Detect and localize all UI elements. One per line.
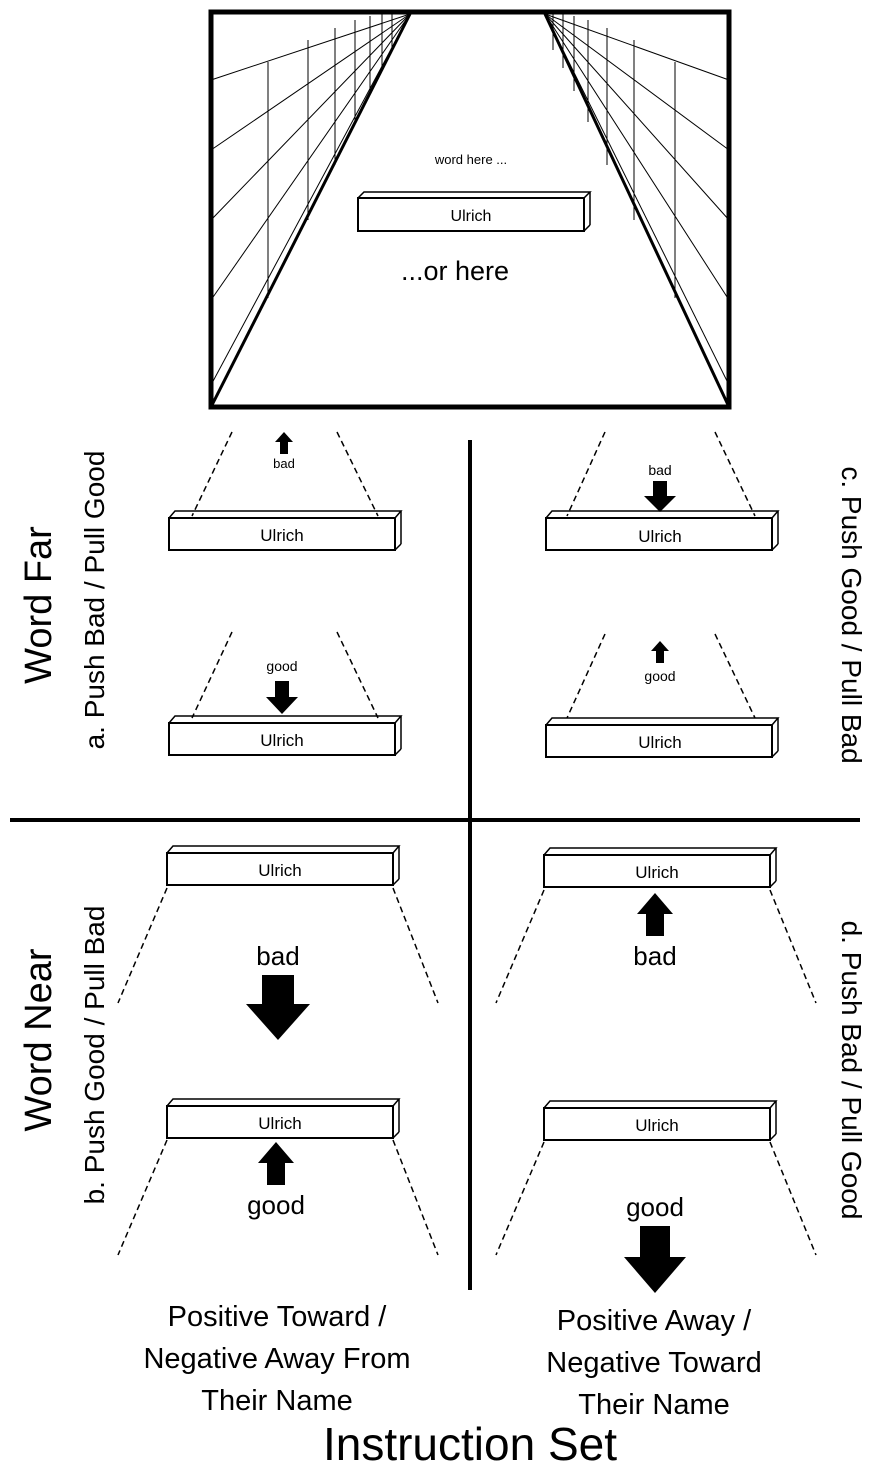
right-wall-grid [544,13,730,386]
corridor-right-edge [543,13,731,408]
or-here-label: ...or here [401,256,509,286]
panel-a-bottom: Ulrich good [168,631,403,756]
corridor-left-edge [209,13,412,408]
panel-a-top: Ulrich bad [168,431,403,551]
arrow-down-icon [644,481,676,512]
name-label: Ulrich [635,1116,678,1135]
caption-line: Their Name [201,1385,353,1417]
scene-name: Ulrich [451,208,492,225]
panel-d-top: Ulrich bad [495,847,817,1004]
valence-word: good [626,1192,684,1222]
valence-word: good [644,668,675,684]
name-label: Ulrich [258,861,301,880]
condition-label-b: b. Push Good / Pull Bad [79,906,110,1205]
caption-line: Their Name [578,1389,730,1421]
panel-c-bottom: Ulrich good [545,633,780,758]
valence-word: bad [648,462,671,478]
condition-label-a: a. Push Bad / Pull Good [79,451,110,750]
corridor-scene: word here ... Ulrich ...or here [208,9,732,410]
name-label: Ulrich [260,526,303,545]
scene-name-box [357,197,585,232]
name-label: Ulrich [260,731,303,750]
valence-word: bad [273,456,295,471]
name-label: Ulrich [635,863,678,882]
arrow-up-icon [258,1142,294,1185]
caption-line: Positive Away / [557,1305,752,1337]
panel-c-top: Ulrich bad [545,431,780,551]
condition-label-c: c. Push Good / Pull Bad [836,466,867,763]
panel-d-bottom: Ulrich good [495,1100,817,1293]
panel-b-top: Ulrich bad [117,845,439,1040]
name-label: Ulrich [638,733,681,752]
arrow-down-icon [266,681,298,714]
name-label: Ulrich [258,1114,301,1133]
left-wall-grid [210,13,411,386]
arrow-up-icon [637,893,673,936]
valence-word: bad [633,941,676,971]
valence-word: bad [256,941,299,971]
row-label-far: Word Far [18,526,60,684]
panel-b-bottom: Ulrich good [117,1098,439,1256]
column-caption-left: Positive Toward / Negative Away From The… [143,1301,410,1417]
valence-word: good [266,658,297,674]
caption-line: Negative Away From [143,1343,410,1375]
arrow-up-icon [275,432,293,454]
arrow-down-icon [624,1226,686,1293]
name-label: Ulrich [638,527,681,546]
column-caption-right: Positive Away / Negative Toward Their Na… [546,1305,761,1421]
word-here-label: word here ... [434,152,507,167]
row-label-near: Word Near [18,948,60,1131]
caption-line: Positive Toward / [168,1301,388,1333]
arrow-down-icon [246,975,310,1040]
valence-word: good [247,1190,305,1220]
condition-label-d: d. Push Bad / Pull Good [836,921,867,1220]
footer-title: Instruction Set [323,1418,617,1468]
arrow-up-icon [651,641,669,663]
caption-line: Negative Toward [546,1347,761,1379]
